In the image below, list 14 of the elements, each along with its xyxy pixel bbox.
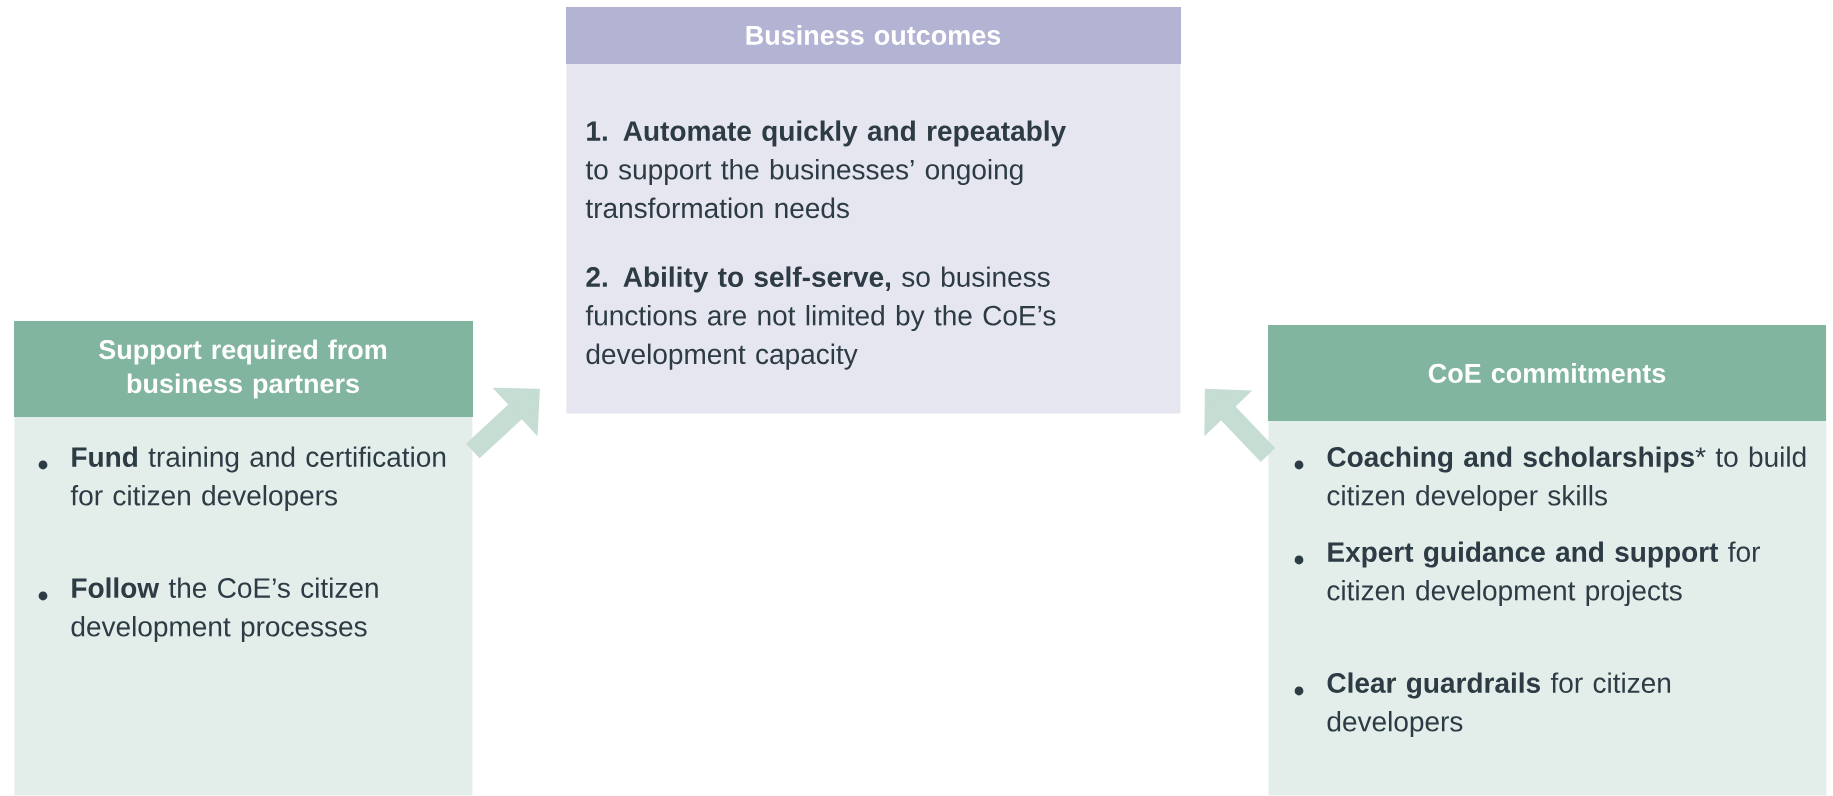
bullet-item: Coaching and scholarships* to build citizen developer skills (1294, 446, 1806, 512)
list-item: 2. Ability to self-serve, so business functions are not limited by the CoE’s development capacity (585, 266, 1056, 370)
content-box (1268, 325, 1827, 796)
block-arrow (466, 387, 540, 459)
bullet-item: Fund training and certification for citizen developers (38, 446, 446, 512)
bullet-item: Expert guidance and support for citizen development projects (1294, 541, 1760, 607)
header-band: Support required from business partners (14, 321, 473, 417)
content-box (566, 7, 1181, 414)
bullet-item: Clear guardrails for citizen developers (1294, 672, 1671, 738)
content-box (14, 321, 473, 796)
header-band: CoE commitments (1268, 325, 1826, 421)
bullet-item: Follow the CoE’s citizen development processes (38, 577, 378, 643)
list-item: 1. Automate quickly and repeatably to support the businesses’ ongoing transformation needs (585, 120, 1067, 219)
header-band: Business outcomes (566, 7, 1181, 64)
